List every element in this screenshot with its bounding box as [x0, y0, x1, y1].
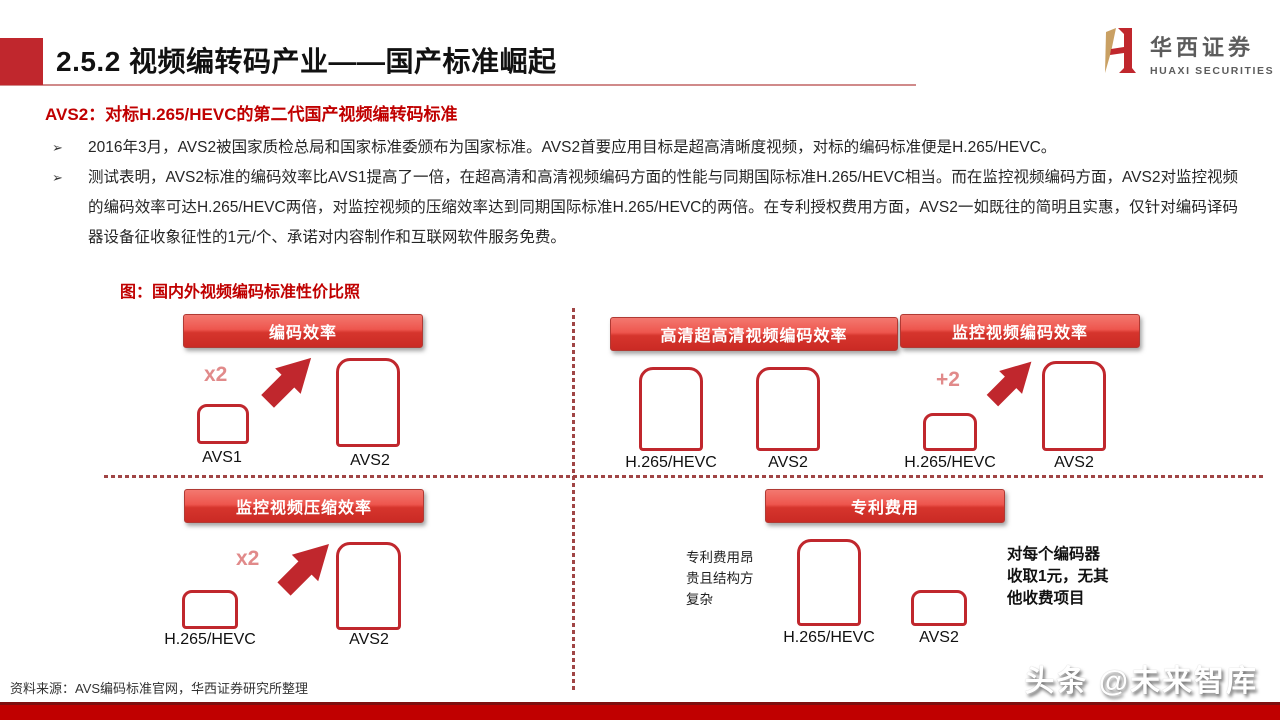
- bar-h265: [182, 590, 238, 629]
- up-right-arrow-icon: [277, 544, 329, 596]
- bar-label: H.265/HEVC: [164, 631, 256, 648]
- up-right-arrow-icon: [986, 361, 1032, 407]
- bar-label: H.265/HEVC: [783, 629, 875, 646]
- bar-h265: [639, 367, 703, 451]
- bar-label: AVS2: [349, 631, 389, 648]
- huaxi-logo-icon: [1105, 28, 1136, 73]
- page-title: 2.5.2 视频编转码产业——国产标准崛起: [56, 46, 557, 77]
- panel-header-surveillance-compression-efficiency: 监控视频压缩效率: [184, 489, 424, 523]
- multiplier-label: +2: [936, 368, 960, 391]
- bar-label: AVS2: [1054, 454, 1094, 471]
- panel-header-coding-efficiency: 编码效率: [183, 314, 423, 348]
- multiplier-label: x2: [236, 547, 260, 570]
- bullet-list: ➢ 2016年3月，AVS2被国家质检总局和国家标准委颁布为国家标准。AVS2首…: [50, 133, 1238, 253]
- bullet-item: ➢ 2016年3月，AVS2被国家质检总局和国家标准委颁布为国家标准。AVS2首…: [50, 133, 1238, 163]
- bar-h265: [923, 413, 977, 451]
- panel-header-surveillance-coding-efficiency: 监控视频编码效率: [900, 314, 1140, 348]
- bar-avs2: [756, 367, 820, 451]
- watermark: 头条 @未来智库: [1024, 665, 1258, 698]
- bar-label: AVS2: [350, 452, 390, 469]
- bar-avs2: [336, 358, 400, 447]
- up-right-arrow-icon: [261, 357, 312, 408]
- figure-divider-horizontal: [104, 475, 1266, 478]
- bar-h265: [797, 539, 861, 626]
- source-note: 资料来源：AVS编码标准官网，华西证券研究所整理: [10, 681, 309, 696]
- bar-label: H.265/HEVC: [904, 454, 996, 471]
- logo-name-en: HUAXI SECURITIES: [1150, 65, 1275, 77]
- bullet-text: 测试表明，AVS2标准的编码效率比AVS1提高了一倍，在超高清和高清视频编码方面…: [88, 169, 1238, 246]
- bullet-arrow-icon: ➢: [52, 140, 63, 155]
- bar-label: AVS1: [202, 449, 242, 466]
- bar-label: AVS2: [919, 629, 959, 646]
- bullet-text: 2016年3月，AVS2被国家质检总局和国家标准委颁布为国家标准。AVS2首要应…: [88, 139, 1057, 156]
- panel-header-patent-fee: 专利费用: [765, 489, 1005, 523]
- figure-title: 图：国内外视频编码标准性价比照: [120, 284, 361, 301]
- bullet-item: ➢ 测试表明，AVS2标准的编码效率比AVS1提高了一倍，在超高清和高清视频编码…: [50, 163, 1238, 253]
- company-logo: 华西证券 HUAXI SECURITIES: [1098, 26, 1274, 77]
- section-subtitle: AVS2：对标H.265/HEVC的第二代国产视频编转码标准: [45, 105, 458, 124]
- panel-header-hd-coding-efficiency: 高清超高清视频编码效率: [610, 317, 898, 351]
- bottom-red-bar: [0, 702, 1280, 720]
- patent-fee-note-right: 对每个编码器收取1元，无其他收费项目: [1007, 546, 1109, 607]
- bar-label: H.265/HEVC: [625, 454, 717, 471]
- bar-avs2: [911, 590, 967, 626]
- figure-divider-vertical: [572, 308, 575, 690]
- title-underline: [0, 84, 916, 86]
- bar-avs2: [336, 542, 401, 630]
- multiplier-label: x2: [204, 363, 228, 386]
- bar-avs1: [197, 404, 249, 444]
- bar-label: AVS2: [768, 454, 808, 471]
- patent-fee-note-left: 专利费用昂贵且结构方复杂: [686, 550, 754, 607]
- title-accent-square: [0, 38, 43, 85]
- logo-text: 华西证券 HUAXI SECURITIES: [1150, 26, 1274, 77]
- logo-name-cn: 华西证券: [1150, 35, 1255, 60]
- bar-avs2: [1042, 361, 1106, 451]
- bullet-arrow-icon: ➢: [52, 170, 63, 185]
